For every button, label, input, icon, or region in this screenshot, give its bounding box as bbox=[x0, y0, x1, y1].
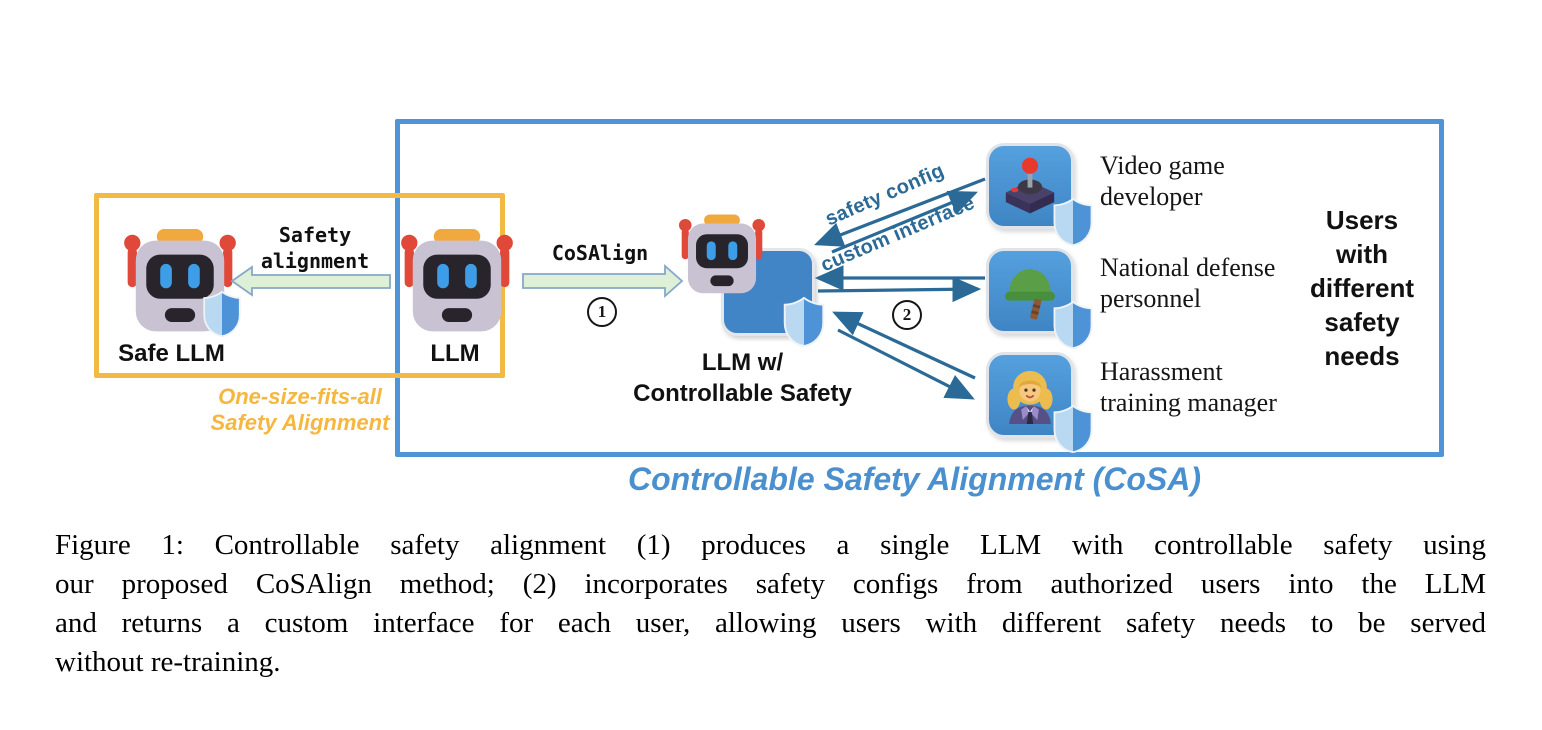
shield-icon bbox=[1053, 300, 1093, 350]
shield-icon bbox=[1053, 197, 1093, 247]
llm-label: LLM bbox=[430, 340, 480, 367]
figure-caption-line-4: without re-training. bbox=[55, 646, 281, 678]
safe-llm-label: Safe LLM bbox=[118, 340, 225, 367]
robot-icon bbox=[124, 228, 236, 332]
shield-icon bbox=[1053, 404, 1093, 454]
user-label-national-defense: National defense personnel bbox=[1100, 253, 1276, 313]
llm-controllable-safety-label: LLM w/ Controllable Safety bbox=[633, 349, 852, 407]
right-green-arrow bbox=[522, 264, 684, 298]
figure-caption-line-1: Figure 1: Controllable safety alignment … bbox=[55, 529, 1486, 561]
shield-icon bbox=[203, 290, 241, 338]
user-label-harassment-training: Harassment training manager bbox=[1100, 357, 1277, 417]
cosa-box-title: Controllable Safety Alignment (CoSA) bbox=[627, 461, 1202, 497]
users-different-needs-note: Users with different safety needs bbox=[1310, 205, 1414, 371]
cosalign-arrow-label: CoSAlign bbox=[551, 241, 649, 265]
cosa-box-outline bbox=[395, 119, 1444, 457]
step-1-badge: 1 bbox=[587, 297, 617, 327]
robot-icon bbox=[401, 228, 513, 332]
shield-icon bbox=[783, 296, 825, 348]
step-2-badge: 2 bbox=[892, 300, 922, 330]
joystick-icon bbox=[1005, 157, 1055, 214]
robot-icon bbox=[679, 214, 765, 294]
left-green-arrow bbox=[230, 265, 391, 297]
user-label-video-game-developer: Video game developer bbox=[1100, 151, 1225, 211]
one-size-fits-all-note: One-size-fits-all Safety Alignment bbox=[210, 384, 390, 435]
figure-caption-line-3: and returns a custom interface for each … bbox=[55, 607, 1486, 639]
safety-alignment-arrow-label: Safety alignment bbox=[260, 223, 370, 273]
exchange-arrows bbox=[814, 177, 986, 400]
office-worker-icon bbox=[1007, 370, 1053, 424]
figure-caption-line-2: our proposed CoSAlign method; (2) incorp… bbox=[55, 568, 1486, 600]
military-helmet-icon bbox=[1005, 269, 1055, 320]
